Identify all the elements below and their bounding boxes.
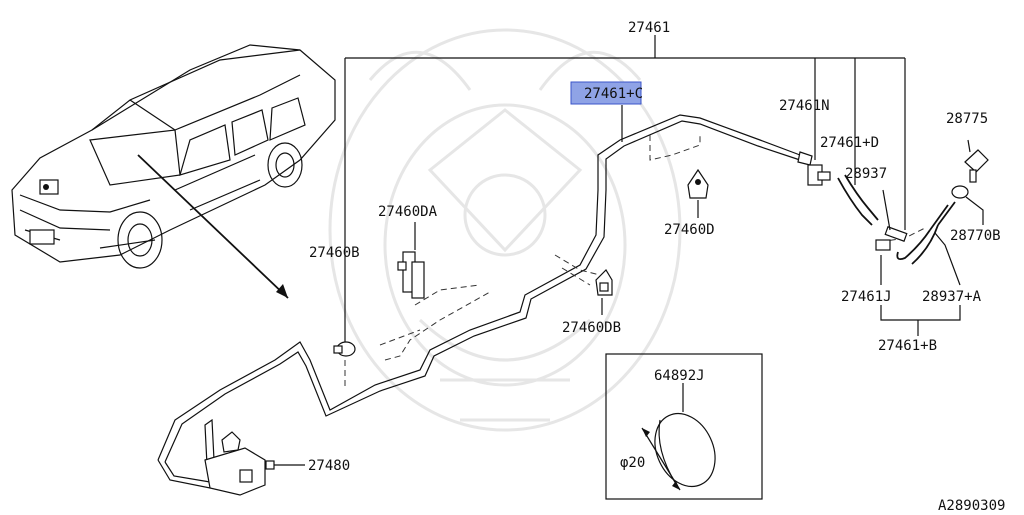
label-28937[interactable]: 28937 xyxy=(845,166,887,182)
bracket-27461 xyxy=(344,35,906,345)
label-27461[interactable]: 27461 xyxy=(628,20,670,36)
label-64892J[interactable]: 64892J xyxy=(654,368,705,384)
label-27461-d[interactable]: 27461+D xyxy=(820,135,879,151)
clip-27460B-part xyxy=(333,341,356,357)
clip-27460DA-part xyxy=(397,251,425,299)
label-27461-b[interactable]: 27461+B xyxy=(878,338,937,354)
label-plug-diameter: φ20 xyxy=(620,455,645,471)
label-28937-a[interactable]: 28937+A xyxy=(922,289,982,305)
joint-27461J-part xyxy=(875,239,891,251)
label-27480[interactable]: 27480 xyxy=(308,458,350,474)
valve-28937-part xyxy=(884,226,908,242)
nozzle-28770B-part xyxy=(951,185,969,199)
plug-inset xyxy=(605,353,763,500)
washer-hose xyxy=(157,114,956,489)
nozzle-28775-part xyxy=(964,149,989,183)
washer-tank-part xyxy=(204,418,305,496)
clip-27460DB-part xyxy=(595,269,613,296)
label-27460DB[interactable]: 27460DB xyxy=(562,320,621,336)
diagram-id: A2890309 xyxy=(938,498,1005,511)
label-28775[interactable]: 28775 xyxy=(946,111,988,127)
label-27460D[interactable]: 27460D xyxy=(664,222,715,238)
label-28770B[interactable]: 28770B xyxy=(950,228,1001,244)
label-27461J[interactable]: 27461J xyxy=(841,289,892,305)
label-27461-c[interactable]: 27461+C xyxy=(584,86,643,102)
label-27461N[interactable]: 27461N xyxy=(779,98,830,114)
label-leaders xyxy=(414,139,984,336)
car-illustration xyxy=(11,44,336,299)
highlight-27461-c xyxy=(570,81,642,105)
clip-27460D-part xyxy=(687,168,709,199)
connector-27461N-part xyxy=(807,164,831,186)
label-27460B[interactable]: 27460B xyxy=(309,245,360,261)
watermark-emblem xyxy=(328,28,682,432)
label-27460DA[interactable]: 27460DA xyxy=(378,204,438,220)
